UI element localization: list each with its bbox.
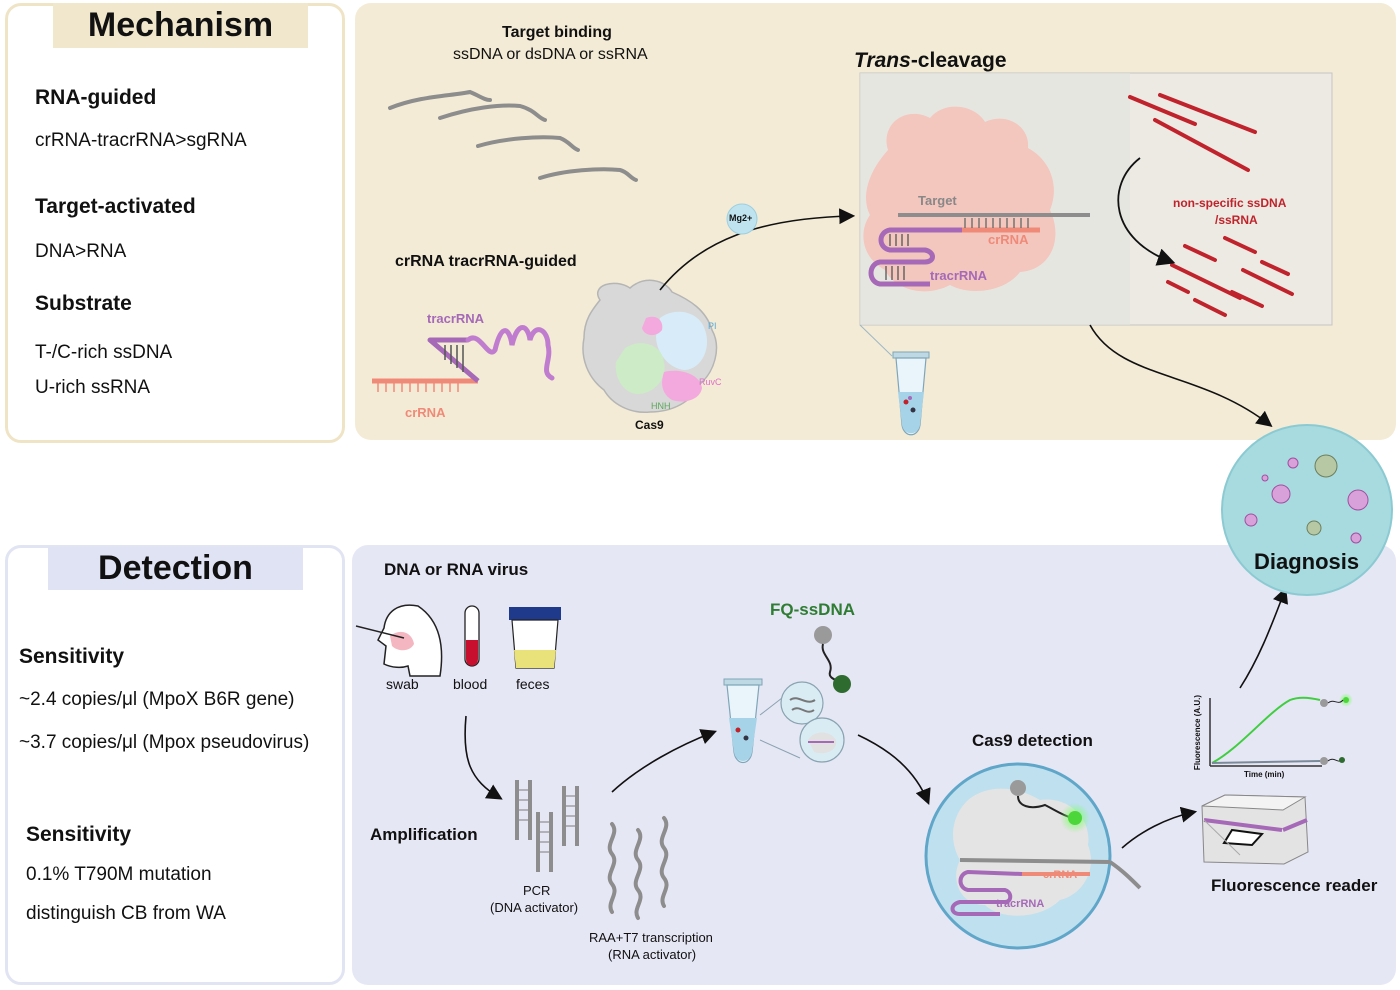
- mech-line-sgrna: crRNA-tracrRNA>sgRNA: [35, 130, 247, 151]
- hnh-domain-label: HNH: [651, 401, 671, 411]
- det-line-t790m: 0.1% T790M mutation: [26, 864, 212, 885]
- mech-heading-rna-guided: RNA-guided: [35, 86, 157, 109]
- det-line-b6r: ~2.4 copies/μl (MpoX B6R gene): [19, 689, 295, 710]
- mechanism-summary-box: [5, 3, 345, 443]
- tracrrna-label: tracrRNA: [427, 311, 485, 326]
- diagnosis-label: Diagnosis: [1254, 549, 1360, 574]
- rna-transcripts-icon: [607, 816, 669, 920]
- fq-ssdna-label: FQ-ssDNA: [770, 600, 856, 619]
- det-line-pseudovirus: ~3.7 copies/μl (Mpox pseudovirus): [19, 732, 310, 753]
- plot-x-label: Time (min): [1244, 770, 1285, 779]
- raa-label: RAA+T7 transcription: [589, 930, 713, 945]
- det-heading-sensitivity-1: Sensitivity: [19, 645, 125, 668]
- detection-summary-box: [5, 545, 345, 985]
- sample-blood-label: blood: [453, 676, 488, 692]
- pcr-activator-label: (DNA activator): [490, 900, 579, 915]
- sample-swab-label: swab: [386, 676, 419, 692]
- trans-rest: -cleavage: [910, 49, 1007, 72]
- tracrrna-cleavage-label: tracrRNA: [930, 268, 988, 283]
- target-strands: [388, 89, 638, 182]
- raa-activator-label: (RNA activator): [608, 947, 697, 962]
- crrna-label: crRNA: [405, 405, 446, 420]
- crrna-detection-label: crRNA: [1043, 869, 1078, 881]
- pi-domain-label: PI: [708, 321, 717, 331]
- detection-title: Detection: [48, 547, 303, 590]
- amplification-label: Amplification: [370, 825, 478, 844]
- target-binding-label: Target binding: [502, 24, 612, 41]
- trans-italic: Trans: [854, 49, 911, 72]
- diagnosis-icon: [1221, 424, 1393, 596]
- swab-head-icon: [355, 604, 443, 677]
- target-label: Target: [918, 193, 957, 208]
- cas9-protein: [582, 279, 718, 413]
- mech-line-dna-rna: DNA>RNA: [35, 241, 127, 262]
- target-types-label: ssDNA or dsDNA or ssRNA: [453, 46, 648, 63]
- cas9-detection-icon: [924, 762, 1142, 950]
- mech-line-ssdna: T-/C-rich ssDNA: [35, 342, 173, 363]
- sample-feces-label: feces: [516, 676, 550, 692]
- trans-cleavage-title: Trans-cleavage: [854, 49, 1007, 73]
- fluorescence-reader-icon: [1201, 794, 1309, 865]
- pcr-label: PCR: [523, 883, 551, 898]
- mg-label: Mg2+: [729, 213, 753, 223]
- mech-heading-target-activated: Target-activated: [35, 195, 196, 218]
- guide-rna-drawing: [372, 325, 555, 392]
- blood-tube-icon: [464, 605, 480, 667]
- plot-y-label: Fluorescence (A.U.): [1193, 694, 1203, 771]
- crrna-cleavage-label: crRNA: [988, 232, 1029, 247]
- nonspecific-label-2: /ssRNA: [1215, 213, 1258, 227]
- det-heading-sensitivity-2: Sensitivity: [26, 823, 132, 846]
- virus-title: DNA or RNA virus: [384, 560, 529, 579]
- fq-probe-icon: [814, 626, 851, 693]
- mech-heading-substrate: Substrate: [35, 292, 132, 315]
- guided-title: crRNA tracrRNA-guided: [395, 253, 577, 270]
- ruvc-domain-label: RuvC: [699, 377, 722, 387]
- fluorescence-reader-label: Fluorescence reader: [1211, 876, 1378, 895]
- cas9-label: Cas9: [635, 418, 664, 432]
- cleaved-fragments: [1128, 93, 1294, 317]
- det-line-cb-wa: distinguish CB from WA: [26, 903, 226, 924]
- nonspecific-label-1: non-specific ssDNA: [1173, 196, 1287, 210]
- feces-cup-icon: [509, 607, 561, 669]
- reaction-tube-icon: [723, 678, 763, 764]
- tracrrna-detection-label: tracrRNA: [996, 898, 1045, 910]
- cas9-detection-label: Cas9 detection: [972, 731, 1093, 750]
- reaction-tube-top: [859, 324, 930, 436]
- mech-line-ssrna: U-rich ssRNA: [35, 377, 151, 398]
- fluorescence-plot: [1209, 693, 1353, 767]
- pcr-dsdna-icon: [515, 780, 579, 872]
- mechanism-title: Mechanism: [53, 3, 308, 48]
